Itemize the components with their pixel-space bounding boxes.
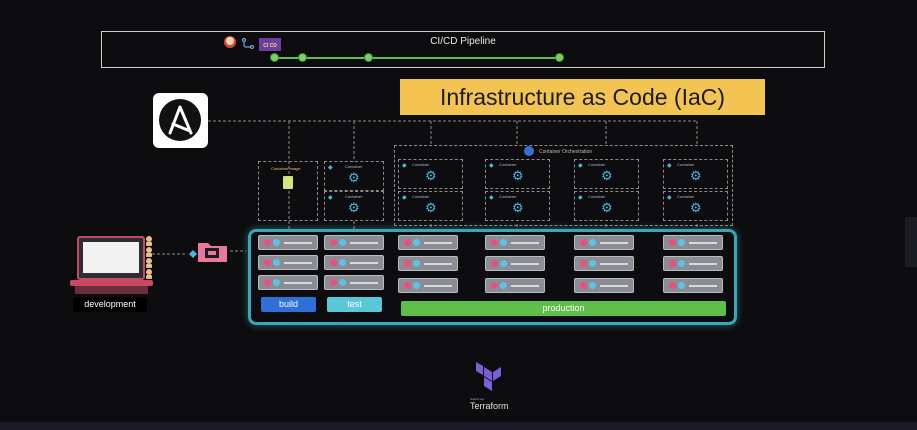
container-image-box: Container Image xyxy=(258,161,318,221)
server-icon xyxy=(485,278,545,293)
server-icon xyxy=(574,256,634,271)
folder-icon xyxy=(198,243,227,262)
laptop-icon xyxy=(70,236,153,294)
container-label: Container xyxy=(677,194,695,199)
test-env-label: test xyxy=(327,297,382,312)
container-box: ◆ Container⚙ xyxy=(574,159,639,189)
server-icon xyxy=(324,275,384,290)
gear-icon: ⚙ xyxy=(348,170,360,185)
container-box: ◆ Container⚙ xyxy=(485,159,550,189)
gear-icon: ⚙ xyxy=(425,200,437,215)
container-box: ◆ Container⚙ xyxy=(398,191,463,221)
people-icon xyxy=(146,236,152,279)
server-icon xyxy=(485,256,545,271)
server-icon xyxy=(258,235,318,250)
terraform-sublabel: HashiCorp xyxy=(470,397,485,401)
image-file-icon xyxy=(283,176,293,189)
server-icon xyxy=(258,255,318,270)
gear-icon: ⚙ xyxy=(690,200,702,215)
development-label: development xyxy=(73,297,147,312)
container-box: ◆ Container ⚙ xyxy=(324,191,384,221)
server-icon xyxy=(574,278,634,293)
container-box: ◆ Container⚙ xyxy=(574,191,639,221)
container-box: ◆ Container⚙ xyxy=(485,191,550,221)
iac-banner: Infrastructure as Code (IaC) xyxy=(400,79,765,115)
container-label: Container xyxy=(499,162,517,167)
server-icon xyxy=(324,235,384,250)
terraform-logo xyxy=(476,362,501,391)
docker-icon: ◆ xyxy=(489,195,494,201)
server-icon xyxy=(324,255,384,270)
container-label: Container xyxy=(345,164,363,169)
docker-icon: ◆ xyxy=(489,163,494,169)
pipeline-stage[interactable] xyxy=(270,53,279,62)
git-branch-icon xyxy=(241,37,255,50)
bottom-bar xyxy=(0,422,917,430)
container-box: ◆ Container⚙ xyxy=(663,191,728,221)
gear-icon: ⚙ xyxy=(512,200,524,215)
orchestration-label: Container Orchestration xyxy=(539,149,593,155)
server-icon xyxy=(398,278,458,293)
container-label: Container xyxy=(412,162,430,167)
server-icon xyxy=(663,256,723,271)
container-box: ◆ Container⚙ xyxy=(398,159,463,189)
diamond-icon xyxy=(189,250,197,258)
server-icon xyxy=(574,235,634,250)
container-label: Container xyxy=(588,194,606,199)
pipeline-stage[interactable] xyxy=(364,53,373,62)
cicd-badge xyxy=(259,38,281,51)
terraform-label: Terraform xyxy=(470,401,509,411)
kubernetes-icon xyxy=(524,146,534,156)
container-label: Container xyxy=(345,194,363,199)
docker-icon: ◆ xyxy=(402,195,407,201)
container-image-label: Container Image xyxy=(271,166,301,171)
gear-icon: ⚙ xyxy=(690,168,702,183)
container-box: ◆ Container ⚙ xyxy=(324,161,384,191)
docker-icon: ◆ xyxy=(667,195,672,201)
gear-icon: ⚙ xyxy=(425,168,437,183)
pipeline-stage[interactable] xyxy=(555,53,564,62)
container-label: Container xyxy=(499,194,517,199)
ansible-logo xyxy=(153,93,208,148)
container-orchestration-group xyxy=(394,145,733,226)
cicd-badge-label: CI CD xyxy=(263,43,277,49)
server-icon xyxy=(663,235,723,250)
container-box: ◆ Container⚙ xyxy=(663,159,728,189)
server-icon xyxy=(398,256,458,271)
pipeline-track xyxy=(273,57,561,59)
gear-icon: ⚙ xyxy=(601,200,613,215)
docker-icon: ◆ xyxy=(578,195,583,201)
server-icon xyxy=(663,278,723,293)
pipeline-title: CI/CD Pipeline xyxy=(430,36,496,47)
gear-icon: ⚙ xyxy=(601,168,613,183)
jenkins-icon xyxy=(224,36,236,48)
pipeline-stage[interactable] xyxy=(298,53,307,62)
server-icon xyxy=(258,275,318,290)
docker-icon: ◆ xyxy=(667,163,672,169)
gear-icon: ⚙ xyxy=(512,168,524,183)
production-env-label: production xyxy=(401,301,726,316)
docker-icon: ◆ xyxy=(578,163,583,169)
cicd-pipeline-panel: CI/CD Pipeline xyxy=(101,31,825,68)
side-panel-edge xyxy=(905,217,917,267)
docker-icon: ◆ xyxy=(402,163,407,169)
build-env-label: build xyxy=(261,297,316,312)
container-label: Container xyxy=(412,194,430,199)
container-label: Container xyxy=(588,162,606,167)
container-label: Container xyxy=(677,162,695,167)
environments-frame xyxy=(248,229,737,325)
docker-icon: ◆ xyxy=(328,195,333,201)
gear-icon: ⚙ xyxy=(348,200,360,215)
docker-icon: ◆ xyxy=(328,165,333,171)
server-icon xyxy=(398,235,458,250)
server-icon xyxy=(485,235,545,250)
